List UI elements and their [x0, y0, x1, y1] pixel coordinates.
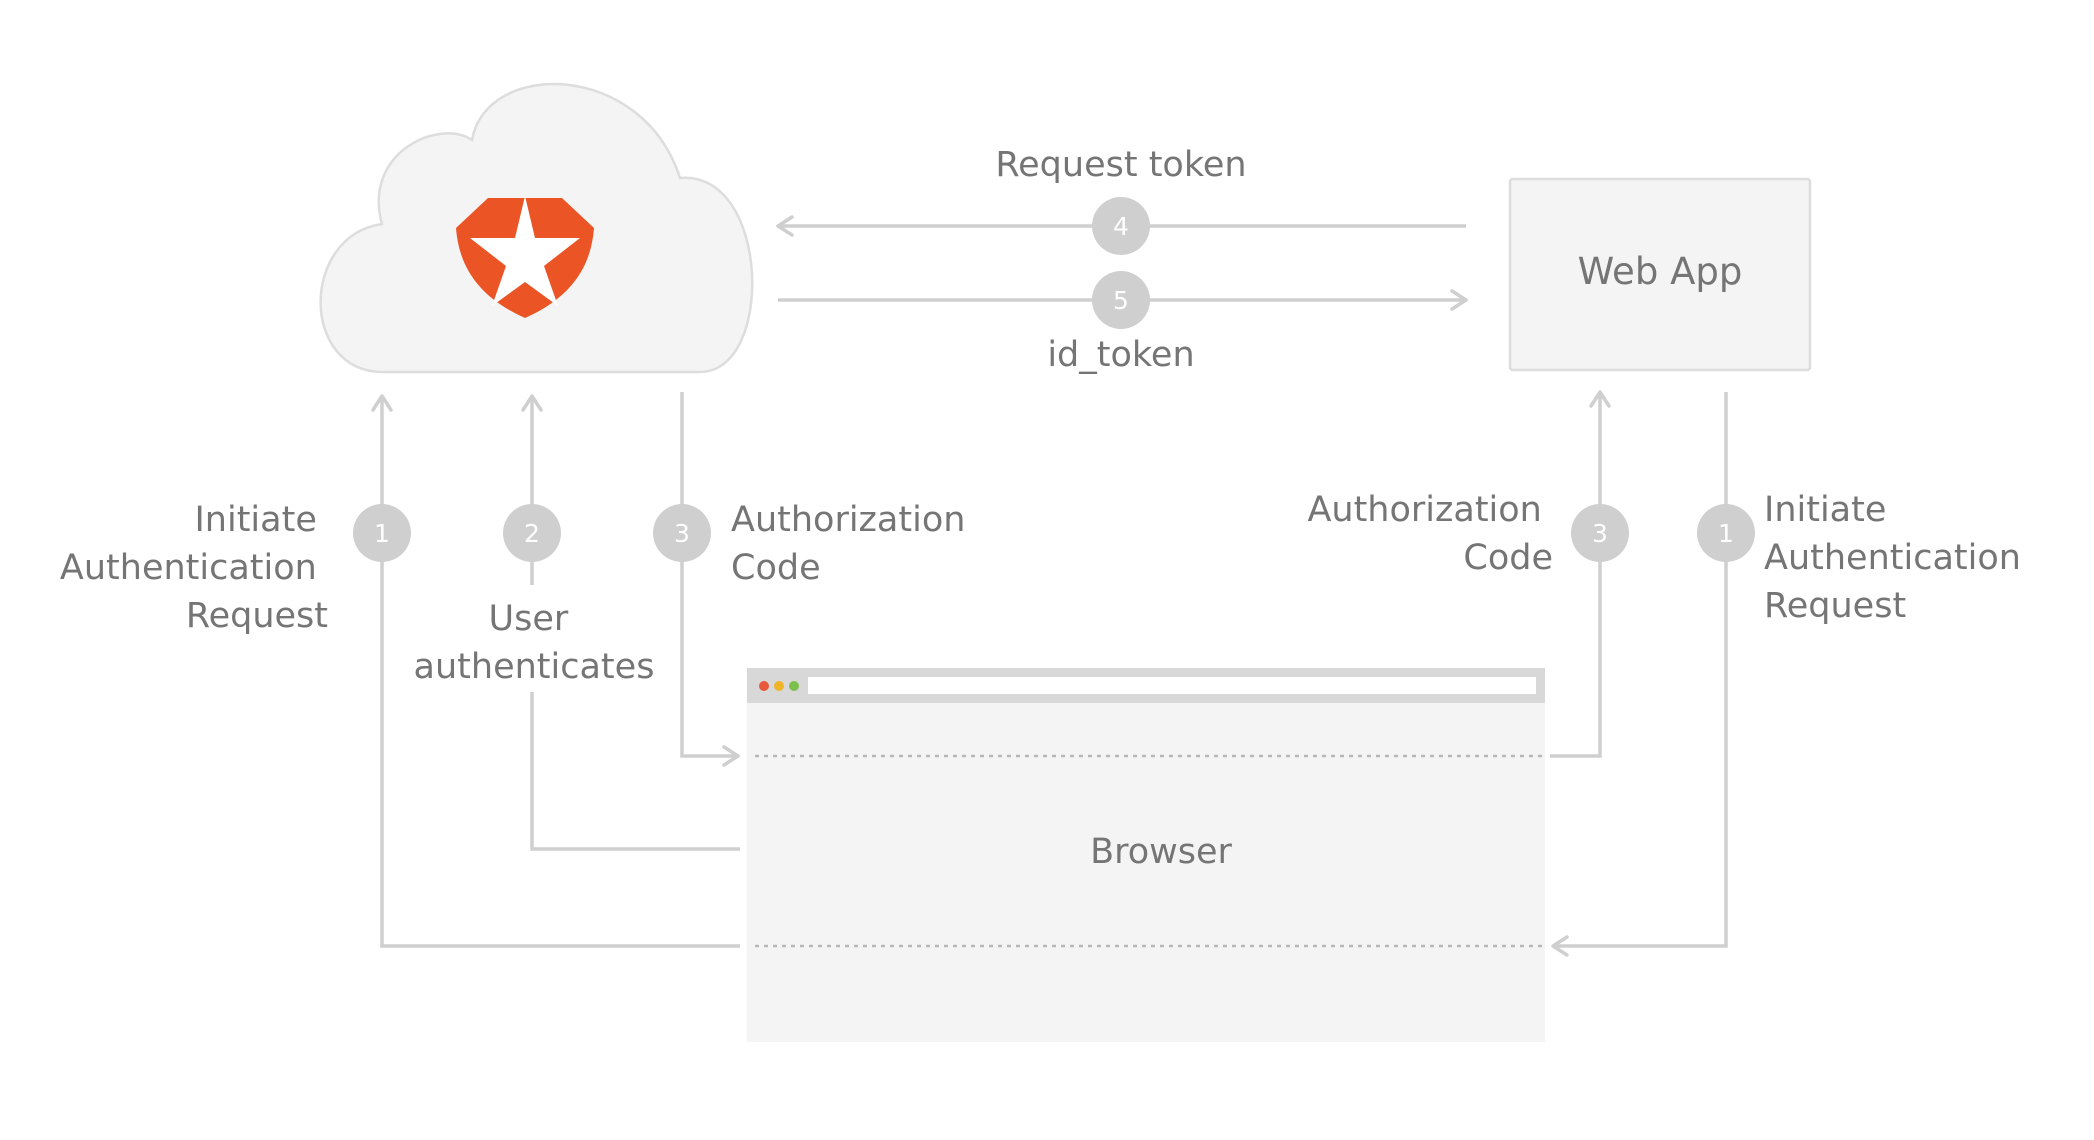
right-initiate-label: Initiate Authentication Request [1764, 490, 2032, 626]
left-initiate-label: Initiate Authentication Request [60, 500, 328, 636]
step-badge [503, 504, 561, 562]
id-token-label: id_token [1047, 335, 1194, 375]
user-authenticates-line-lower [530, 692, 740, 851]
web-app-label: Web App [1578, 250, 1743, 293]
window-close-icon [759, 681, 769, 691]
request-token-label: Request token [995, 145, 1246, 185]
step-badge [1571, 504, 1629, 562]
step-number: 3 [1592, 519, 1608, 548]
web-app-box [1508, 177, 1812, 372]
left-auth-code-arrow [680, 392, 740, 767]
step-badge [1697, 504, 1755, 562]
window-minimize-icon [774, 681, 784, 691]
left-auth-code-label: Authorization Code [731, 500, 977, 588]
window-maximize-icon [789, 681, 799, 691]
right-auth-code-arrow [1550, 390, 1611, 758]
step-badge [653, 504, 711, 562]
step-number: 5 [1113, 286, 1129, 315]
step-number: 4 [1113, 212, 1129, 241]
step-number: 1 [374, 519, 390, 548]
step-number: 2 [524, 519, 540, 548]
step-number: 1 [1718, 519, 1734, 548]
user-authenticates-label: User authenticates [414, 599, 655, 687]
step-badge [1092, 271, 1150, 329]
right-auth-code-label: Authorization Code [1307, 490, 1553, 578]
shield-star-logo-icon [456, 196, 594, 318]
step-number: 3 [674, 519, 690, 548]
browser-address-bar [808, 677, 1536, 694]
step-badge [353, 504, 411, 562]
step-badge [1092, 197, 1150, 255]
browser-label: Browser [1090, 832, 1232, 872]
browser-window [747, 668, 1545, 1042]
right-initiate-arrow [1551, 392, 1728, 957]
left-initiate-arrow [371, 394, 740, 948]
